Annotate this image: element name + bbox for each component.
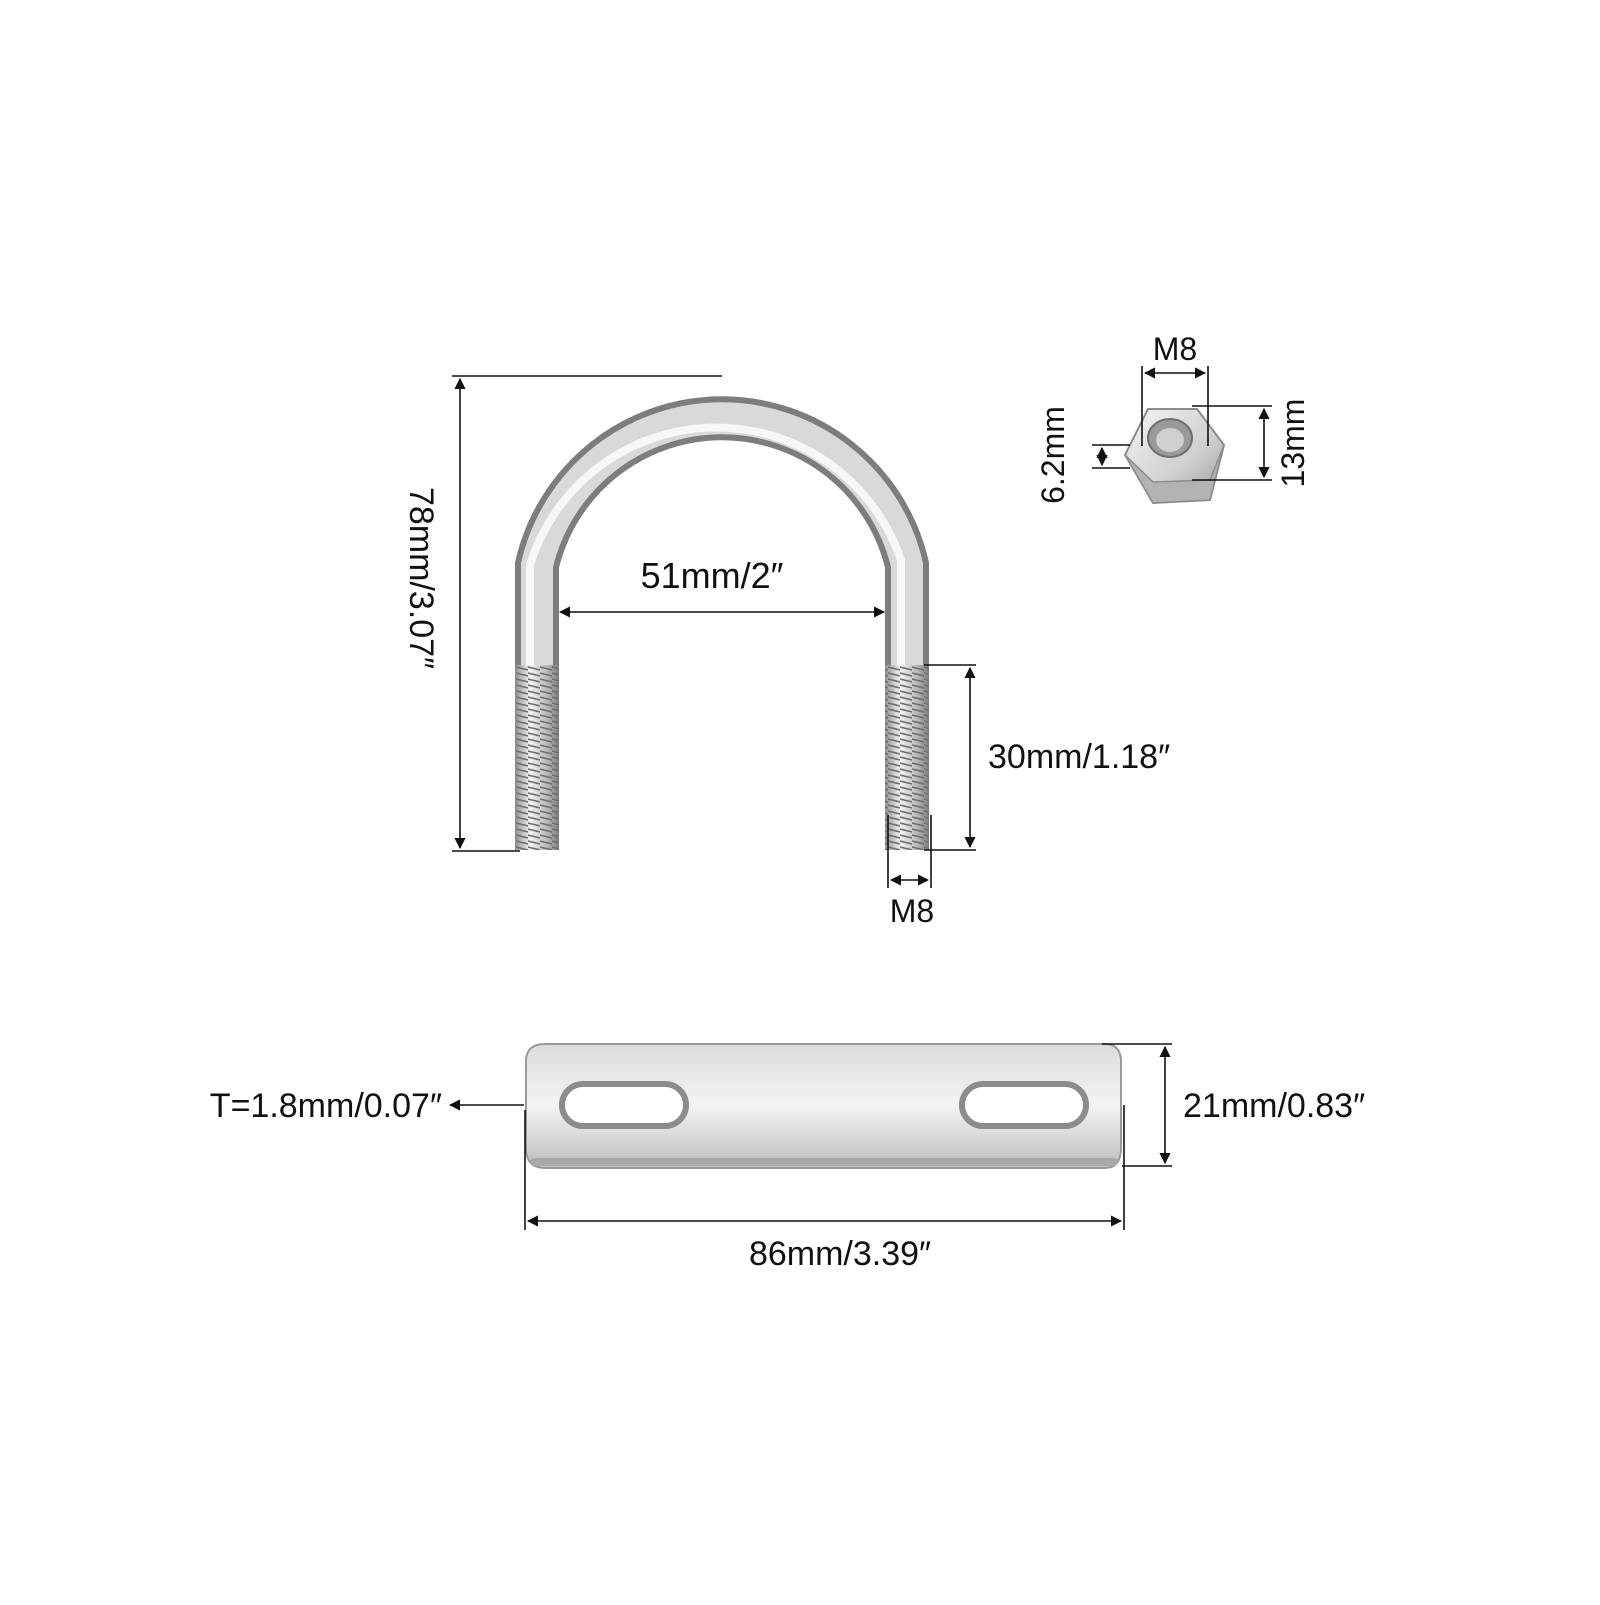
u-bolt-rod-shine [526, 423, 905, 665]
plate-thickness-label: T=1.8mm/0.07″ [210, 1087, 442, 1125]
backing-plate [525, 1043, 1122, 1169]
nut-hole-inner [1156, 428, 1184, 452]
ubolt-thread-length-label: 30mm/1.18″ [988, 738, 1170, 776]
plate-slot-left [559, 1081, 689, 1129]
plate-width-label: 21mm/0.83″ [1183, 1087, 1365, 1125]
u-bolt [515, 396, 929, 850]
nut-thread-label: M8 [1153, 331, 1197, 367]
u-bolt-rod-highlight [521, 402, 923, 665]
plate-edge [530, 1158, 1118, 1166]
nut-thickness-label: 6.2mm [1035, 406, 1071, 504]
plate-length-label: 86mm/3.39″ [749, 1235, 931, 1273]
nut-side-face [1124, 444, 1225, 504]
right-thread-pattern [885, 665, 929, 850]
plate-length-dimension [524, 1105, 1125, 1230]
plate-width-dimension [1102, 1043, 1172, 1167]
ubolt-height-dimension [452, 375, 722, 852]
nut-width-dimension [1192, 405, 1272, 481]
ubolt-inner-width-label: 51mm/2″ [641, 555, 784, 596]
hex-nut [1123, 408, 1226, 505]
nut-width-label: 13mm [1275, 399, 1311, 488]
left-thread-pattern [515, 665, 559, 850]
plate-slot-right [959, 1081, 1089, 1129]
plate-body [525, 1043, 1122, 1169]
ubolt-thread-size-label: M8 [890, 893, 934, 929]
ubolt-thread-length-dimension [924, 664, 976, 851]
nut-thickness-dimension [1092, 444, 1130, 469]
ubolt-height-label: 78mm/3.07″ [402, 487, 440, 669]
ubolt-thread-size-dimension [887, 815, 932, 888]
